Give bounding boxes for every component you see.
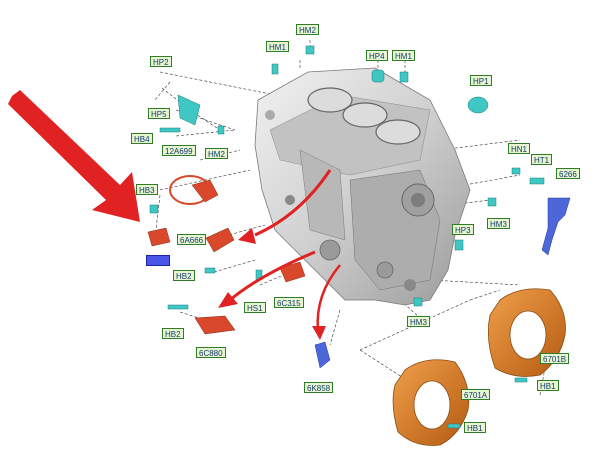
label-hb2-left: HB2 [162,328,184,339]
label-hb1-right: HB1 [537,380,559,391]
label-hp5: HP5 [148,108,170,119]
label-12a699: 12A699 [162,145,196,156]
label-6278: 6278 [146,255,170,266]
seal-housing-6701a [392,359,470,446]
label-hm2: HM2 [296,24,319,35]
label-6701b: 6701B [540,353,570,364]
cylinder-bore-2 [342,102,388,128]
label-hp2: HP2 [150,56,172,67]
label-hs1: HS1 [244,302,266,313]
part-6278 [147,227,171,247]
label-hm3-right: HM3 [487,218,510,229]
part-6c315 [279,261,306,283]
label-hb4: HB4 [131,133,153,144]
cylinder-bore-3 [375,119,421,145]
label-hn1: HN1 [508,143,531,154]
label-hb1-bottom: HB1 [464,422,486,433]
label-hp4: HP4 [366,50,388,61]
label-6c315: 6C315 [274,297,304,308]
label-hp1: HP1 [470,75,492,86]
label-hm2-left: HM2 [205,148,228,159]
part-6c880 [194,315,236,335]
label-6701a: 6701A [461,389,491,400]
cylinder-bore-1 [307,87,353,113]
label-hm1-right: HM1 [392,50,415,61]
label-ht1: HT1 [531,154,553,165]
label-hm1-top: HM1 [266,41,289,52]
fittings [149,45,545,429]
label-hp3: HP3 [452,224,474,235]
label-6266: 6266 [556,168,580,179]
label-hb2-mid: HB2 [173,270,195,281]
label-6a666: 6A666 [177,234,207,245]
label-hm3-bottom: HM3 [407,316,430,327]
part-6a666 [205,227,235,253]
part-6266 [541,197,571,256]
label-6c880: 6C880 [196,347,226,358]
engine-block [254,67,471,306]
red-arrows [8,90,341,340]
part-6k858 [314,341,331,369]
part-12a699 [169,175,219,205]
label-6k858: 6K858 [304,382,334,393]
big-arrow-icon [8,90,140,222]
label-hb3: HB3 [136,184,158,195]
